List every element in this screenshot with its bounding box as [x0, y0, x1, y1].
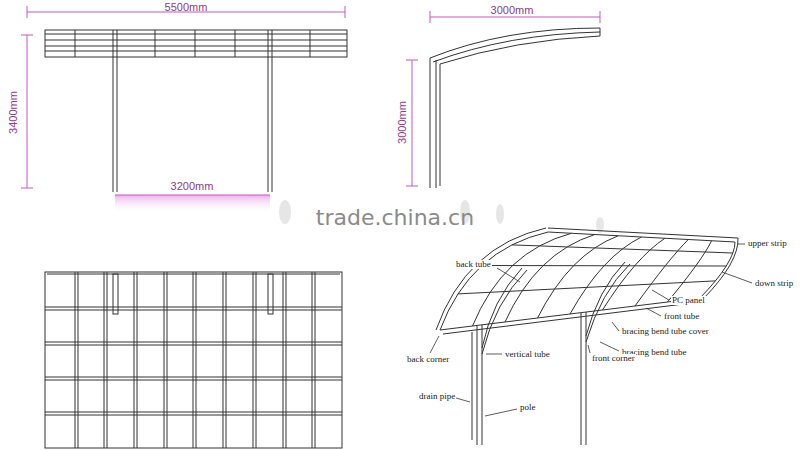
front-view [45, 30, 347, 192]
part-label: upper strip [747, 239, 788, 248]
leader-lines [430, 244, 752, 416]
perspective-view [436, 228, 738, 445]
dimension-label: 5500mm [165, 2, 208, 13]
dimension-label: 3200mm [171, 181, 214, 192]
part-label: down strip [754, 279, 794, 288]
watermark: trade.china.cn [316, 207, 474, 229]
side-view [430, 28, 600, 188]
dimension-label: 3000mm [491, 5, 534, 16]
dimension-line [115, 195, 270, 196]
part-label: back corner [406, 355, 450, 364]
part-label: bracing bend tube cover [621, 327, 710, 336]
part-label: back tube [455, 260, 492, 269]
part-label: vertical tube [504, 350, 551, 359]
part-label: pole [519, 403, 537, 412]
dimension-lines [21, 6, 600, 188]
dimension-label: 3400mm [8, 91, 19, 134]
dimension-band [115, 195, 270, 213]
part-label: drain pipe [418, 392, 456, 401]
part-label: PC panel [671, 296, 706, 305]
plan-view [45, 272, 342, 448]
part-label: front corner [591, 354, 636, 363]
dimension-label: 3000mm [396, 101, 407, 144]
part-label: front tube [663, 312, 700, 321]
